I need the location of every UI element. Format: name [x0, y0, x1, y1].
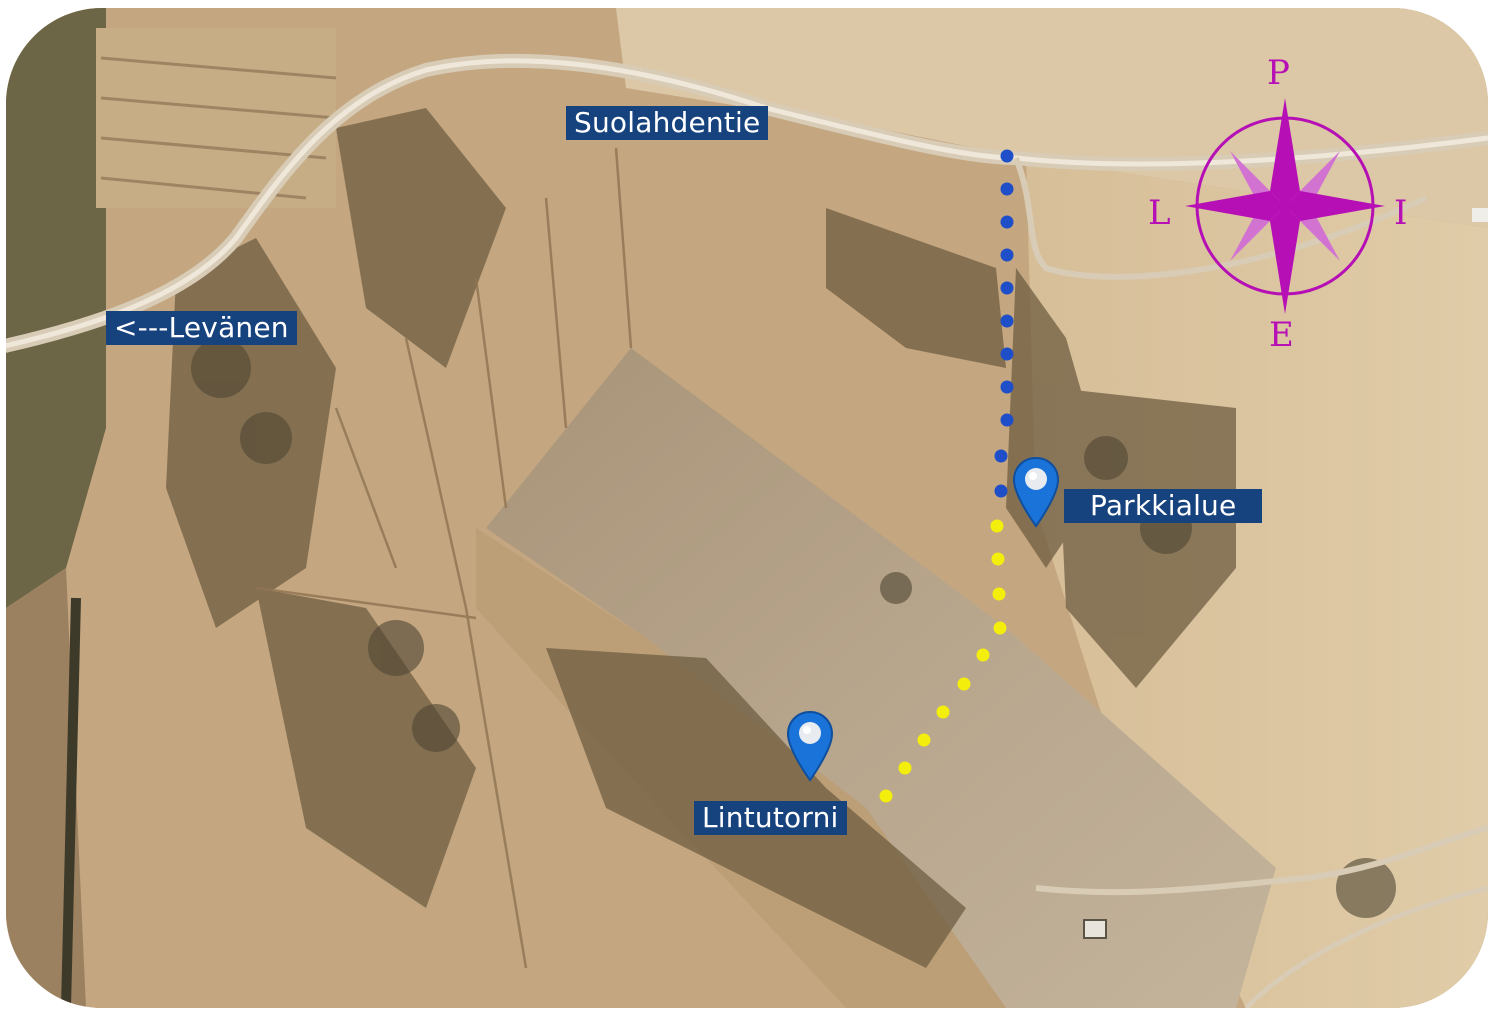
road-label-suolahdentie: Suolahdentie [566, 106, 769, 140]
compass-south-label: E [1269, 315, 1294, 355]
route-road-to-parking [994, 149, 1014, 498]
plowed-field [486, 348, 1276, 1008]
compass-north-label: P [1267, 53, 1290, 93]
forest-west [6, 8, 106, 608]
route-parking-to-tower [879, 519, 1007, 803]
compass-west-label: L [1148, 193, 1171, 233]
compass-rose-icon: P E L I [1140, 56, 1420, 356]
map-view[interactable]: Suolahdentie <---Levänen Parkkialue Lint… [6, 8, 1488, 1008]
aerial-imagery [6, 8, 1488, 1008]
place-label-bird-tower: Lintutorni [694, 801, 847, 835]
map-pin-icon[interactable] [1012, 456, 1060, 528]
direction-label-levanen: <---Levänen [106, 311, 297, 345]
place-label-parking: Parkkialue [1064, 489, 1263, 523]
compass-east-label: I [1394, 193, 1408, 233]
map-pin-icon[interactable] [786, 710, 834, 782]
field-north [616, 8, 1488, 228]
